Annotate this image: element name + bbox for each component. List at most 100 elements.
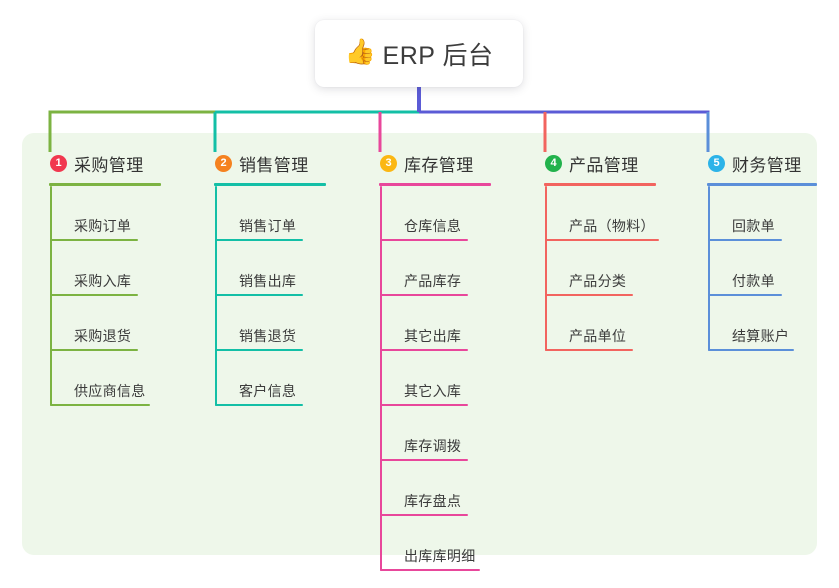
leaf-item[interactable]: 销售订单	[215, 186, 353, 241]
leaf-label: 销售退货	[239, 328, 297, 344]
leaf-rule	[545, 294, 633, 296]
leaf-item[interactable]: 客户信息	[215, 351, 353, 406]
leaf-label: 产品单位	[569, 328, 627, 344]
branch-header[interactable]: 3 库存管理	[368, 147, 520, 179]
leaf-rule	[380, 239, 468, 241]
branch-number-badge: 2	[215, 154, 232, 172]
root-title: ERP 后台	[382, 41, 494, 70]
branch-spine	[708, 186, 710, 351]
branch-title: 库存管理	[404, 155, 474, 175]
branch-header-rule	[214, 183, 326, 186]
leaf-rule	[50, 349, 138, 351]
leaf-label: 采购入库	[74, 273, 132, 289]
branches-panel	[22, 133, 817, 555]
leaf-rule	[380, 514, 468, 516]
leaf-item[interactable]: 仓库信息	[380, 186, 520, 241]
leaf-label: 仓库信息	[404, 218, 462, 234]
leaf-item[interactable]: 销售出库	[215, 241, 353, 296]
leaf-item[interactable]: 结算账户	[708, 296, 826, 351]
leaf-rule	[708, 294, 782, 296]
leaf-item[interactable]: 产品（物料）	[545, 186, 688, 241]
leaf-item[interactable]: 库存盘点	[380, 461, 520, 516]
branch-spine	[215, 186, 217, 406]
leaf-label: 供应商信息	[74, 383, 146, 399]
leaf-rule	[380, 404, 468, 406]
leaf-item[interactable]: 其它入库	[380, 351, 520, 406]
leaf-item[interactable]: 回款单	[708, 186, 826, 241]
branch-title: 产品管理	[569, 155, 639, 175]
leaf-item[interactable]: 产品分类	[545, 241, 688, 296]
leaf-rule	[545, 239, 659, 241]
leaf-rule	[215, 404, 303, 406]
branch-column-2: 2 销售管理销售订单销售出库销售退货客户信息	[203, 133, 353, 406]
leaf-label: 库存盘点	[404, 493, 462, 509]
leaf-rule	[380, 459, 468, 461]
leaf-label: 采购退货	[74, 328, 132, 344]
branch-header[interactable]: 5 财务管理	[696, 147, 826, 179]
leaf-label: 客户信息	[239, 383, 297, 399]
branch-header-rule	[49, 183, 161, 186]
leaf-list: 采购订单采购入库采购退货供应商信息	[50, 186, 188, 406]
branch-title: 财务管理	[732, 155, 802, 175]
leaf-item[interactable]: 采购退货	[50, 296, 188, 351]
leaf-list: 回款单付款单结算账户	[708, 186, 826, 351]
leaf-item[interactable]: 产品单位	[545, 296, 688, 351]
leaf-rule	[708, 349, 794, 351]
branch-number-badge: 5	[708, 154, 725, 172]
branch-number-badge: 3	[380, 154, 397, 172]
leaf-label: 采购订单	[74, 218, 132, 234]
leaf-label: 回款单	[732, 218, 775, 234]
leaf-rule	[380, 349, 468, 351]
leaf-item[interactable]: 采购订单	[50, 186, 188, 241]
leaf-rule	[50, 239, 138, 241]
branch-column-1: 1 采购管理采购订单采购入库采购退货供应商信息	[38, 133, 188, 406]
leaf-rule	[50, 294, 138, 296]
branch-header-rule	[707, 183, 817, 186]
leaf-rule	[215, 294, 303, 296]
leaf-label: 产品（物料）	[569, 218, 655, 234]
leaf-label: 销售出库	[239, 273, 297, 289]
branch-header[interactable]: 2 销售管理	[203, 147, 353, 179]
leaf-label: 结算账户	[732, 328, 790, 344]
leaf-label: 销售订单	[239, 218, 297, 234]
branch-title: 销售管理	[239, 155, 309, 175]
leaf-rule	[50, 404, 150, 406]
branch-column-5: 5 财务管理回款单付款单结算账户	[696, 133, 826, 351]
branch-spine	[50, 186, 52, 406]
leaf-rule	[380, 294, 468, 296]
leaf-label: 其它出库	[404, 328, 462, 344]
leaf-label: 其它入库	[404, 383, 462, 399]
root-node[interactable]: 👍 ERP 后台	[315, 20, 523, 87]
leaf-list: 产品（物料） 产品分类产品单位	[545, 186, 688, 351]
leaf-rule	[215, 349, 303, 351]
leaf-label: 付款单	[732, 273, 775, 289]
branch-spine	[545, 186, 547, 351]
leaf-item[interactable]: 采购入库	[50, 241, 188, 296]
leaf-item[interactable]: 供应商信息	[50, 351, 188, 406]
leaf-list: 仓库信息产品库存其它出库其它入库库存调拨库存盘点出库库明细	[380, 186, 520, 571]
branch-number-badge: 1	[50, 154, 67, 172]
branch-column-3: 3 库存管理仓库信息产品库存其它出库其它入库库存调拨库存盘点出库库明细	[368, 133, 520, 571]
leaf-rule	[708, 239, 782, 241]
leaf-item[interactable]: 付款单	[708, 241, 826, 296]
leaf-item[interactable]: 其它出库	[380, 296, 520, 351]
branch-columns: 1 采购管理采购订单采购入库采购退货供应商信息 2 销售管理销售订单销售出库销售退货客…	[0, 133, 839, 571]
branch-title: 采购管理	[74, 155, 144, 175]
leaf-rule	[380, 569, 480, 571]
leaf-item[interactable]: 出库库明细	[380, 516, 520, 571]
branch-header[interactable]: 1 采购管理	[38, 147, 188, 179]
branch-header-rule	[379, 183, 491, 186]
leaf-label: 产品分类	[569, 273, 627, 289]
leaf-rule	[545, 349, 633, 351]
branch-spine	[380, 186, 382, 571]
leaf-list: 销售订单销售出库销售退货客户信息	[215, 186, 353, 406]
leaf-rule	[215, 239, 303, 241]
leaf-item[interactable]: 销售退货	[215, 296, 353, 351]
branch-header-rule	[544, 183, 656, 186]
leaf-item[interactable]: 库存调拨	[380, 406, 520, 461]
thumbs-up-icon: 👍	[344, 38, 376, 66]
leaf-item[interactable]: 产品库存	[380, 241, 520, 296]
